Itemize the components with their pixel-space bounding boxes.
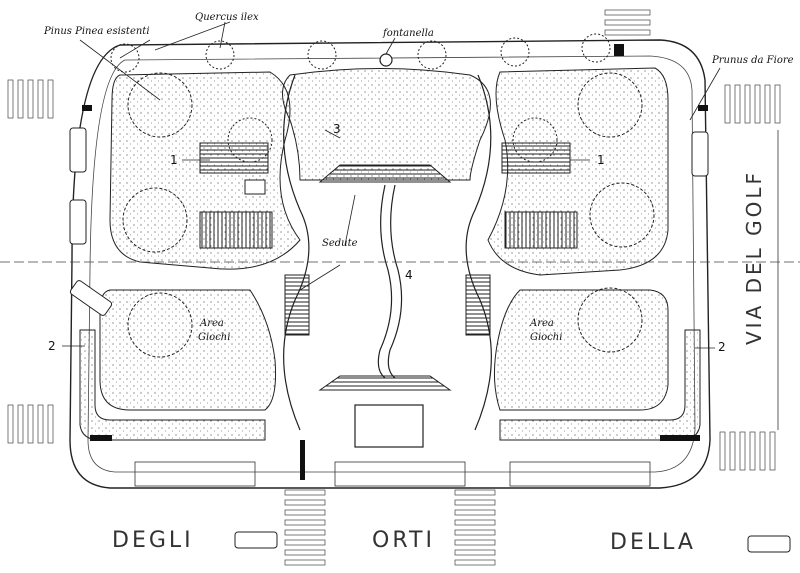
garden-lower-left [99,289,276,411]
tree-hedge-2 [512,117,558,163]
seat-right [465,274,491,336]
seat-left [284,274,310,336]
garden-lower-right [493,289,669,411]
tree-pinus-2 [122,187,188,253]
crosswalk-right [724,84,781,124]
number-2-right: 2 [718,340,726,354]
tree-group [110,33,655,358]
bench-top-right [501,142,571,174]
central-lawn [282,68,491,181]
tree-quercus-3 [307,40,337,70]
tree-quercus-4 [417,40,447,70]
tree-right-1 [577,72,643,138]
street-label-orti: ORTI [372,528,435,553]
walkway-left [283,74,310,431]
label-quercus: Quercus ilex [195,12,259,23]
crosswalk-right-2 [719,431,776,471]
label-area-right-1: Area [530,318,554,329]
car-icons [69,127,791,553]
number-4: 4 [405,268,413,282]
car-icon-6 [747,535,791,553]
tree-hedge-1 [227,117,273,163]
stair-right [504,211,578,249]
crosswalk-left-2 [7,404,54,444]
label-pinus: Pinus Pinea esistenti [44,26,150,37]
car-icon-1 [69,127,87,173]
tree-quercus-6 [581,33,611,63]
car-icon-2 [69,199,87,245]
label-fontanella: fontanella [383,28,434,39]
tree-right-3 [577,287,643,353]
tree-pinus-3 [127,292,193,358]
crosswalk-bottom-2 [454,489,496,566]
tree-quercus-1 [110,43,140,73]
label-area-left-2: Giochi [198,332,231,343]
tree-pinus-1 [127,72,193,138]
water-channel [377,184,393,379]
street-label-della: DELLA [610,530,696,555]
label-prunus: Prunus da Fiore [712,55,794,66]
tree-quercus-2 [205,40,235,70]
play-border-left [79,329,266,441]
box-left [244,179,266,195]
number-2-left: 2 [48,339,56,353]
leader-lines [62,21,721,349]
tree-right-2 [589,182,655,248]
crosswalk-left [7,79,54,119]
number-1-right: 1 [597,153,605,167]
car-icon-5 [234,531,278,549]
pergola-bottom [318,375,452,391]
pergola-block [354,404,424,448]
walkway-right [465,74,492,431]
number-3: 3 [333,122,341,136]
crosswalk-top [604,9,651,36]
sidewalk-bottom [134,461,651,487]
play-border-right [499,329,701,441]
stair-left [199,211,273,249]
pergola-top [318,164,452,183]
bench-top-left [199,142,269,174]
tree-quercus-5 [500,37,530,67]
label-sedute: Sedute [322,238,358,249]
label-area-left-1: Area [200,318,224,329]
street-label-via-del-golf: VIA DEL GOLF [742,169,766,345]
inner-boundary [87,55,696,473]
crosswalk-bottom-1 [284,489,326,566]
label-area-right-2: Giochi [530,332,563,343]
water-channel-2 [387,184,403,379]
number-1-left: 1 [170,153,178,167]
street-label-degli: DEGLI [112,528,194,553]
car-icon-3 [69,280,113,316]
car-icon-4 [691,131,709,177]
fontanella-icon [379,53,393,67]
markers [82,44,708,480]
